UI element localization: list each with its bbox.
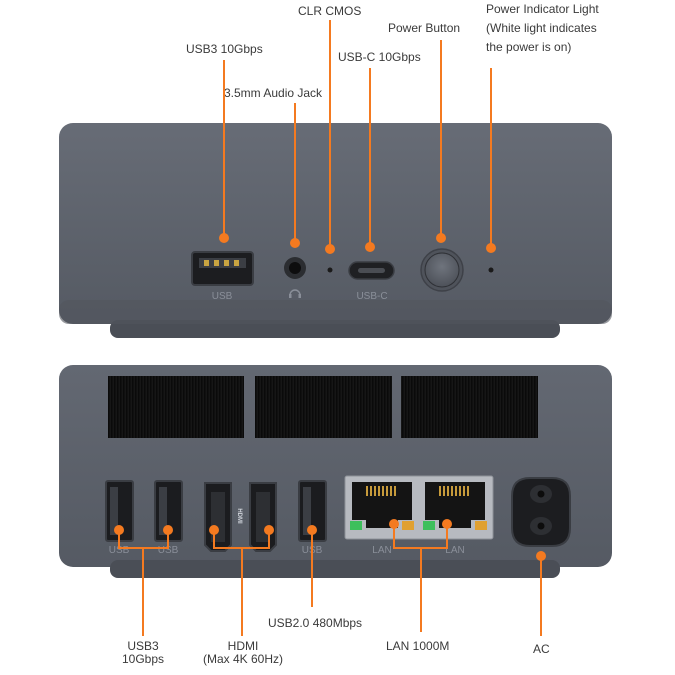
rear-callout-lines (118, 524, 542, 636)
power-button (420, 248, 464, 292)
lan-2-led-green (423, 521, 435, 530)
lan-port-2 (423, 482, 487, 530)
callout-power-light-line-1: Power Indicator Light (486, 2, 599, 16)
lan-1-led-green (350, 521, 362, 530)
usb2-dot (307, 525, 317, 535)
front-chassis-base (110, 320, 560, 338)
hdmi-port-1 (204, 482, 232, 552)
usb3-callout-dot (219, 233, 229, 243)
lan-ports (344, 475, 494, 540)
front-chassis-shadow (59, 300, 612, 324)
vent-grille-center (255, 376, 392, 438)
front-usb-port (191, 251, 254, 286)
front-callout-dots (219, 233, 496, 254)
headphone-icon (289, 289, 301, 298)
front-usb-label: USB (212, 291, 233, 302)
front-usbc-label: USB-C (356, 291, 387, 302)
callout-usb3-rear: USB3 10Gbps (121, 639, 165, 667)
callout-power-light: Power Indicator Light (White light indic… (486, 0, 599, 58)
audio-jack (284, 257, 306, 279)
lan-port-1 (350, 482, 414, 530)
front-usbc-port (348, 261, 395, 280)
usb3-rear-dot-2 (163, 525, 173, 535)
lan-1-led-amber (402, 521, 414, 530)
rear-lan-label-2: LAN (445, 545, 464, 556)
audio-callout-dot (290, 238, 300, 248)
lan-dot-2 (442, 519, 452, 529)
callout-power-light-line-3: the power is on) (486, 40, 572, 55)
hdmi-port-2 (249, 482, 277, 552)
hdmi-dot-1 (209, 525, 219, 535)
callout-usb3-rear-line-1: USB3 (127, 639, 159, 653)
callout-power-light-line-2: (White light indicates (486, 21, 597, 36)
callout-ac: AC (533, 642, 550, 656)
power-light-callout-dot (486, 243, 496, 253)
callout-hdmi-line-2: (Max 4K 60Hz) (202, 652, 284, 667)
front-panel: USB USB-C (59, 20, 612, 338)
cmos-callout-dot (325, 244, 335, 254)
rear-usb-label-1: USB (109, 545, 130, 556)
callout-audio-jack: 3.5mm Audio Jack (224, 86, 323, 100)
callout-usbc: USB-C 10Gbps (338, 50, 421, 64)
vent-grille-right (401, 376, 538, 438)
ac-inlet (511, 477, 571, 547)
hdmi-logo: HDMI (236, 508, 242, 524)
callout-usb3-rear-line-2: 10Gbps (121, 652, 165, 667)
front-chassis (59, 123, 612, 324)
usb3-rear-dot-1 (114, 525, 124, 535)
rear-panel: HDMI (59, 365, 612, 636)
callout-usb3-front: USB3 10Gbps (186, 42, 263, 56)
power-indicator-light (488, 267, 494, 273)
ac-dot (536, 551, 546, 561)
lan-2-led-amber (475, 521, 487, 530)
callout-clr-cmos: CLR CMOS (298, 4, 362, 18)
rear-callout-dots (114, 519, 546, 561)
usbc-callout-dot (365, 242, 375, 252)
callout-hdmi: HDMI (Max 4K 60Hz) (202, 639, 284, 667)
power-button-callout-dot (436, 233, 446, 243)
hdmi-dot-2 (264, 525, 274, 535)
rear-chassis-base (110, 560, 560, 578)
vent-grille-left (108, 376, 244, 438)
callout-usb2: USB2.0 480Mbps (268, 616, 363, 630)
lan-dot-1 (389, 519, 399, 529)
callout-power-button: Power Button (388, 21, 461, 35)
callout-hdmi-line-1: HDMI (227, 639, 259, 653)
clr-cmos-hole (327, 267, 333, 273)
rear-usb-label-2: USB (158, 545, 179, 556)
callout-lan: LAN 1000M (386, 639, 450, 653)
front-callout-lines (223, 20, 492, 248)
rear-lan-label-1: LAN (372, 545, 391, 556)
